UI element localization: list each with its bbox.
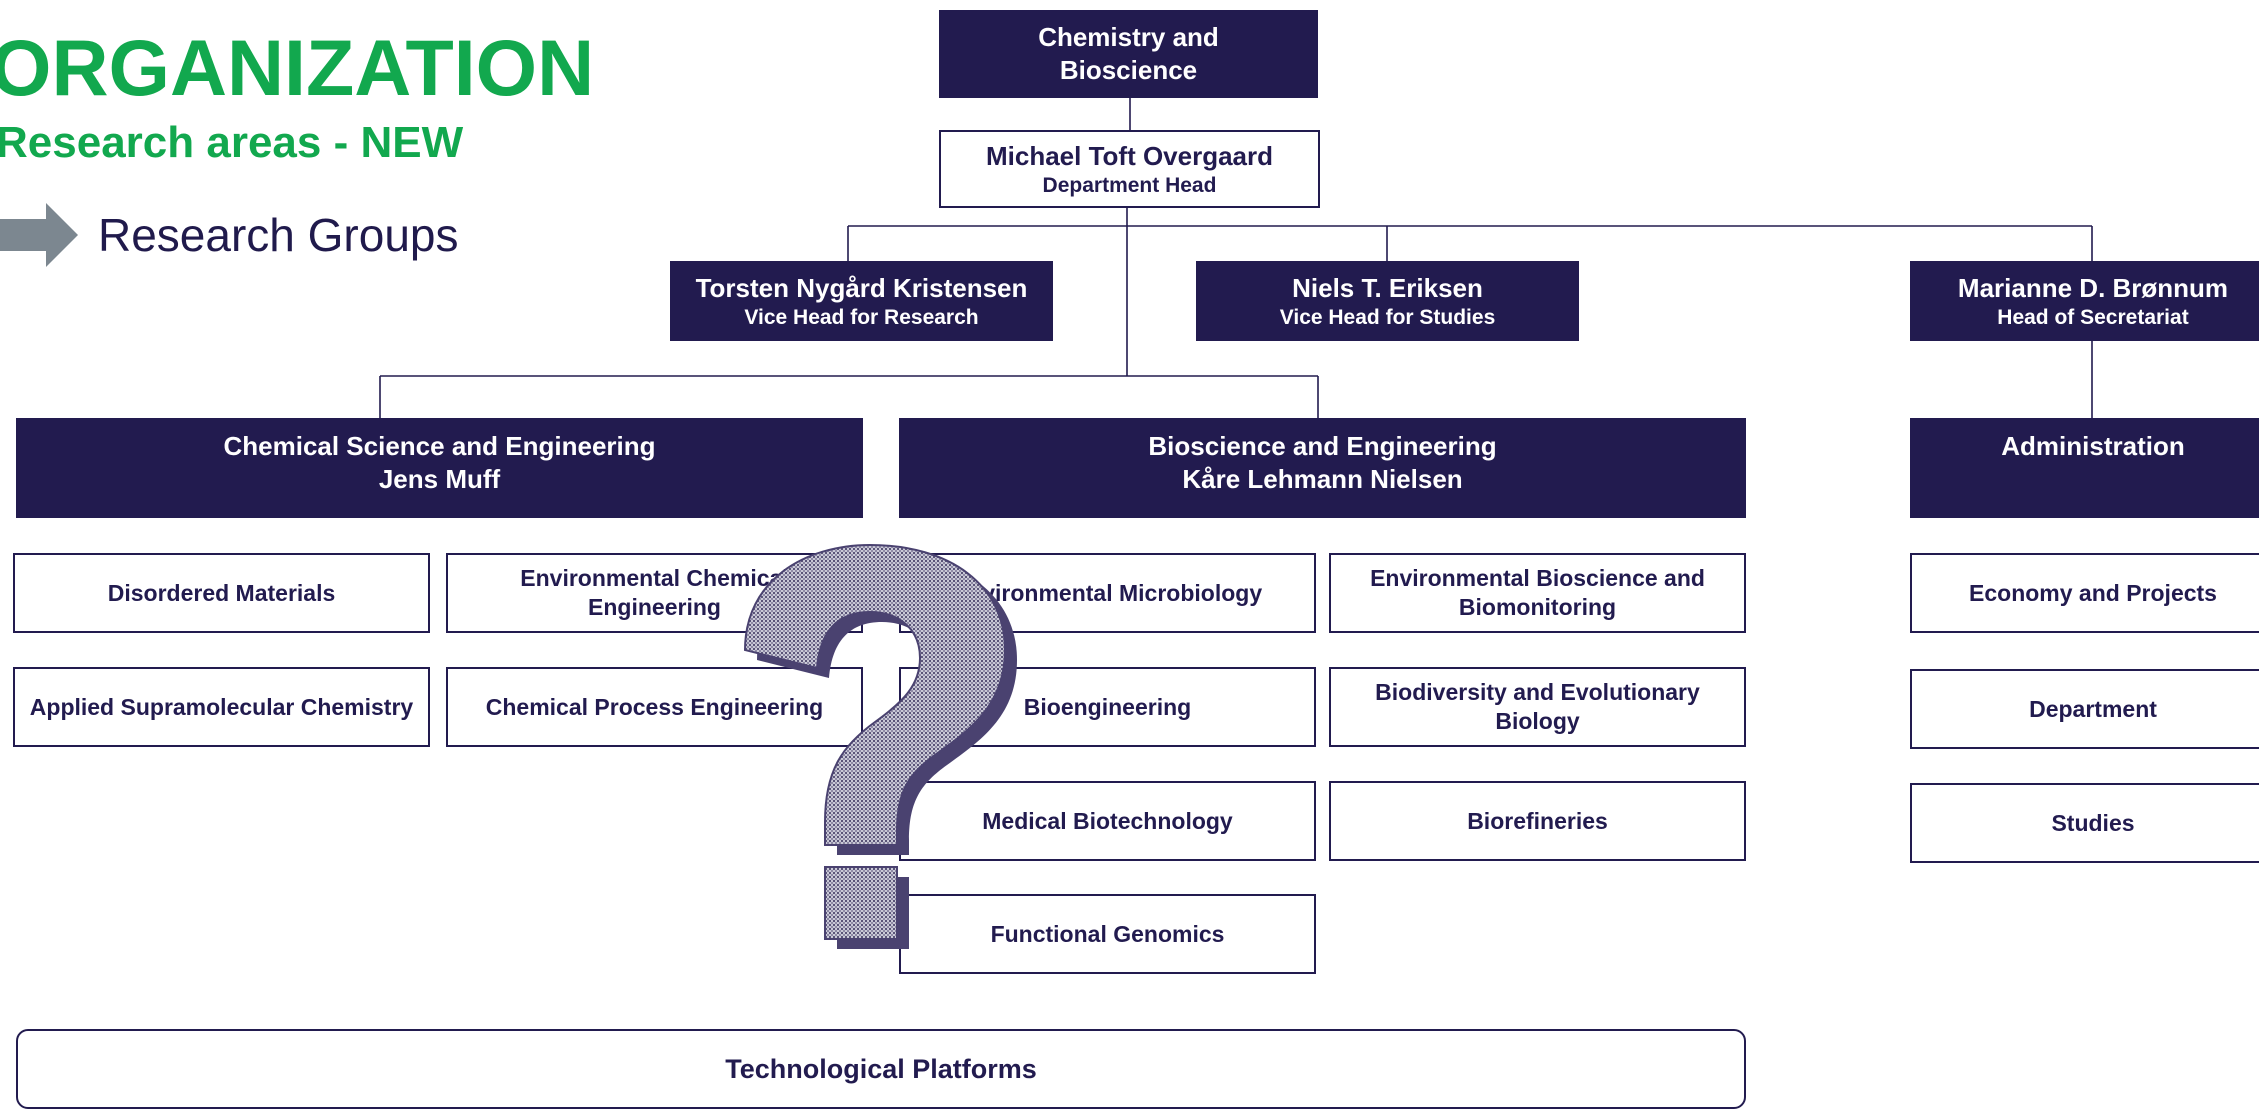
secretariat-head-box: Marianne D. Brønnum Head of Secretariat xyxy=(1910,261,2259,341)
secretariat-role: Head of Secretariat xyxy=(1997,305,2189,329)
right-arrow-icon xyxy=(0,203,78,267)
question-mark-icon xyxy=(743,543,1017,949)
group-environmental-bioscience-biomonitoring: Environmental Bioscience and Biomonitori… xyxy=(1329,553,1746,633)
section-bioscience: Bioscience and Engineering Kåre Lehmann … xyxy=(899,418,1746,518)
group-biorefineries: Biorefineries xyxy=(1329,781,1746,861)
page-title: ORGANIZATION xyxy=(0,23,595,112)
vice-research-name: Torsten Nygård Kristensen xyxy=(695,272,1028,303)
department-head-box: Michael Toft Overgaard Department Head xyxy=(939,130,1320,208)
group-applied-supramolecular-chemistry: Applied Supramolecular Chemistry xyxy=(13,667,430,747)
section-administration: Administration xyxy=(1910,418,2259,518)
section-chemical-science: Chemical Science and Engineering Jens Mu… xyxy=(16,418,863,518)
group-disordered-materials: Disordered Materials xyxy=(13,553,430,633)
section-title: Bioscience and Engineering xyxy=(1148,431,1497,461)
group-studies: Studies xyxy=(1910,783,2259,863)
group-department: Department xyxy=(1910,669,2259,749)
group-economy-projects: Economy and Projects xyxy=(1910,553,2259,633)
vice-research-role: Vice Head for Research xyxy=(744,305,979,329)
vice-research-box: Torsten Nygård Kristensen Vice Head for … xyxy=(670,261,1053,341)
head-name: Michael Toft Overgaard xyxy=(985,140,1274,171)
department-box: Chemistry and Bioscience xyxy=(939,10,1318,98)
section-leader: Kåre Lehmann Nielsen xyxy=(1182,464,1463,494)
vice-studies-role: Vice Head for Studies xyxy=(1279,305,1496,329)
secretariat-name: Marianne D. Brønnum xyxy=(1957,272,2229,303)
group-functional-genomics: Functional Genomics xyxy=(899,894,1316,974)
technological-platforms-box: Technological Platforms xyxy=(16,1029,1746,1109)
group-biodiversity-evolutionary-biology: Biodiversity and Evolutionary Biology xyxy=(1329,667,1746,747)
group-medical-biotechnology: Medical Biotechnology xyxy=(899,781,1316,861)
research-groups-label: Research Groups xyxy=(98,209,459,261)
section-leader: Jens Muff xyxy=(378,464,501,494)
vice-studies-box: Niels T. Eriksen Vice Head for Studies xyxy=(1196,261,1579,341)
vice-studies-name: Niels T. Eriksen xyxy=(1292,272,1483,303)
page-subtitle: Research areas - NEW xyxy=(0,118,464,167)
section-title: Chemical Science and Engineering xyxy=(223,431,656,461)
group-chemical-process-engineering: Chemical Process Engineering xyxy=(446,667,863,747)
section-title: Administration xyxy=(2001,431,2185,461)
head-role: Department Head xyxy=(1042,173,1217,197)
department-name: Chemistry and Bioscience xyxy=(1038,22,1219,85)
